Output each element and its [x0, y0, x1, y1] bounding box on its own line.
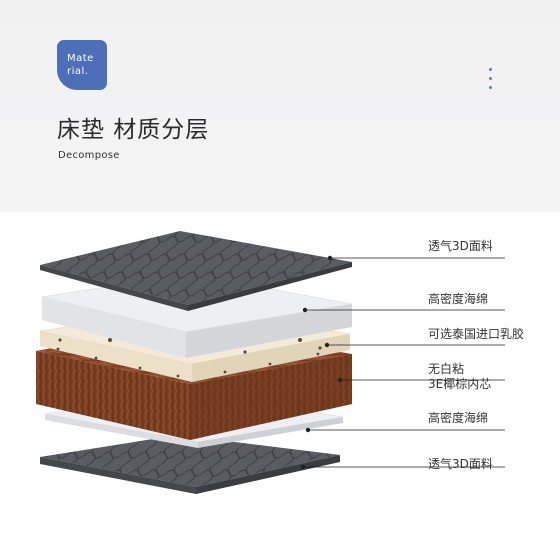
leader-dot [300, 464, 306, 470]
leader-dot [305, 427, 311, 433]
leader-dot [337, 377, 343, 383]
leader-lines [300, 255, 505, 470]
page-title: 床垫 材质分层 [57, 117, 210, 143]
label-coir-line1: 无白粘 [428, 362, 465, 376]
badge-text-line2: rial. [67, 66, 89, 77]
leader-dot [324, 342, 330, 348]
label-lower-sponge: 高密度海绵 [428, 411, 489, 425]
leader-dot [302, 307, 308, 313]
page-subtitle: Decompose [58, 150, 120, 161]
top-fabric-layer [40, 231, 352, 311]
label-coir-line2: 3E椰棕内芯 [428, 377, 492, 391]
dot-icon [489, 86, 492, 89]
label-top-fabric: 透气3D面料 [428, 239, 493, 253]
more-dots-icon[interactable] [489, 68, 493, 92]
header-banner: Mate rial. 床垫 材质分层 Decompose [0, 0, 560, 212]
bottom-fabric-layer [40, 435, 340, 494]
label-bottom-fabric: 透气3D面料 [428, 457, 493, 471]
dot-icon [489, 77, 492, 80]
leader-dot [327, 255, 333, 261]
label-upper-sponge: 高密度海绵 [428, 292, 489, 306]
label-latex: 可选泰国进口乳胶 [428, 327, 525, 341]
material-badge: Mate rial. [57, 40, 107, 90]
dot-icon [489, 68, 492, 71]
badge-text-line1: Mate [67, 53, 94, 64]
mattress-layers-diagram [36, 231, 505, 494]
